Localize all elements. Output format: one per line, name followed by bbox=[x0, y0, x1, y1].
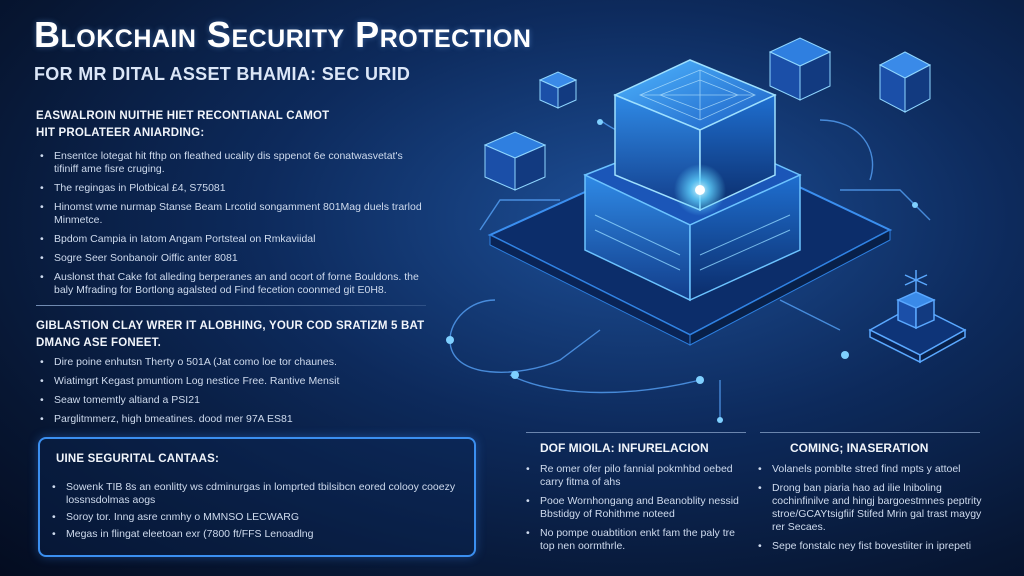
box-list: Sowenk TIB 8s an eonlitty ws cdminurgas … bbox=[46, 481, 466, 545]
side-platform bbox=[868, 270, 967, 364]
column-rule-left bbox=[526, 432, 746, 433]
server-right bbox=[689, 173, 801, 302]
column-list-right: Volanels pomblte stred find mpts y attoe… bbox=[752, 463, 988, 559]
small-cube-1 bbox=[483, 131, 547, 191]
column-heading-left: DOF MIOILA: INFURELACION bbox=[540, 441, 709, 455]
network-lines bbox=[449, 119, 931, 420]
list-item: Sogre Seer Sonbanoir Oiffic anter 8081 bbox=[34, 252, 424, 265]
list-item: Dire poine enhutsn Therty o 501A (Jat co… bbox=[34, 356, 424, 369]
list-item: Megas in flingat eleetoan exr (7800 ft/F… bbox=[46, 528, 466, 541]
page-title: Blokchain Security Protection bbox=[34, 14, 532, 55]
list-item: The regingas in Plotbical £4, S75081 bbox=[34, 182, 424, 195]
network-nodes bbox=[446, 119, 918, 423]
list-item: Bpdom Campia in Iatom Angam Portsteal on… bbox=[34, 233, 424, 246]
list-item: Volanels pomblte stred find mpts y attoe… bbox=[752, 463, 988, 476]
list-item: Hinomst wme nurmap Stanse Beam Lrcotid s… bbox=[34, 201, 424, 227]
column-heading-right: COMING; INASERATION bbox=[790, 441, 929, 455]
small-cube-3 bbox=[768, 37, 832, 101]
section-divider bbox=[36, 305, 426, 306]
list-item: Drong ban piaria hao ad ilie lniboling c… bbox=[752, 482, 988, 534]
list-item: Sowenk TIB 8s an eonlitty ws cdminurgas … bbox=[46, 481, 466, 507]
list-item: Soroy tor. Inng asre cnmhy o MMNSO LECWA… bbox=[46, 511, 466, 524]
list-item: Auslonst that Cake fot alleding berperan… bbox=[34, 271, 424, 297]
list-item: Wiatimgrt Kegast pmuntiom Log nestice Fr… bbox=[34, 375, 424, 388]
section-list-2: Dire poine enhutsn Therty o 501A (Jat co… bbox=[34, 356, 424, 432]
column-list-left: Re omer ofer pilo fannial pokmhbd oebed … bbox=[520, 463, 740, 559]
list-item: No pompe ouabtition enkt fam the paly tr… bbox=[520, 527, 740, 553]
list-item: Re omer ofer pilo fannial pokmhbd oebed … bbox=[520, 463, 740, 489]
small-cube-2 bbox=[538, 71, 578, 109]
box-heading: UINE SEGURITAL CANTAAS: bbox=[56, 453, 220, 465]
small-cube-4 bbox=[878, 51, 932, 113]
list-item: Sepe fonstalc ney fist bovestiiter in ip… bbox=[752, 540, 988, 553]
section-heading-2: GIBLASTION CLAY WRER IT ALOBHING, YOUR C… bbox=[36, 320, 425, 349]
section-list-1: Ensentce lotegat hit fthp on fleathed uc… bbox=[34, 150, 424, 303]
list-item: Pooe Wornhongang and Beanoblity nessid B… bbox=[520, 495, 740, 521]
list-item: Ensentce lotegat hit fthp on fleathed uc… bbox=[34, 150, 424, 176]
highlight-box: UINE SEGURITAL CANTAAS: Sowenk TIB 8s an… bbox=[38, 437, 476, 557]
list-item: Seaw tomemtly altiand a PSI21 bbox=[34, 394, 424, 407]
column-rule-right bbox=[760, 432, 980, 433]
list-item: Parglitmmerz, high bmeatines. dood mer 9… bbox=[34, 413, 424, 426]
section-heading-1: EASWALROIN NUITHE HIET RECONTIANAL CAMOT… bbox=[36, 110, 330, 139]
page-subtitle: FOR MR DITAL ASSET BHAMIA: SEC URID bbox=[34, 64, 411, 84]
